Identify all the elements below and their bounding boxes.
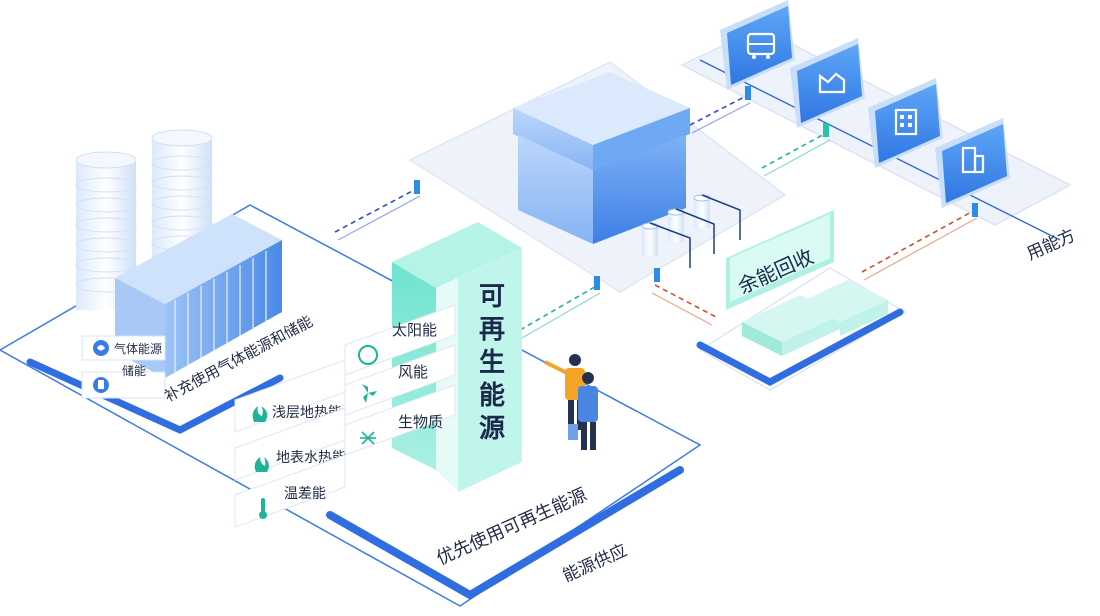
bus-icon bbox=[746, 32, 776, 59]
consumer-tile-factory bbox=[790, 38, 865, 128]
pillar-char: 可 bbox=[479, 282, 505, 312]
consumer-tile-apartment bbox=[868, 78, 943, 168]
pillar-char: 能 bbox=[479, 380, 505, 411]
geothermal-icon bbox=[252, 406, 268, 422]
flow-pipes bbox=[334, 59, 1061, 339]
supplementary-item-label: 气体能源 bbox=[114, 341, 162, 356]
apartment-icon bbox=[894, 108, 918, 136]
demand-region-label: 用能方 bbox=[1024, 226, 1079, 265]
consumer-tile-office bbox=[935, 118, 1010, 208]
renewable-sources-left: 浅层地热能 地表水热能 温差能 bbox=[234, 359, 346, 528]
supplementary-item-label: 储能 bbox=[122, 363, 146, 378]
pillar-char: 再 bbox=[479, 315, 505, 345]
renewable-sources-right: 太阳能 风能 生物质 bbox=[344, 304, 456, 456]
recovery-equipment bbox=[742, 280, 888, 356]
supplementary-card-gas: 气体能源 bbox=[81, 335, 166, 361]
pillar-char: 生 bbox=[479, 348, 505, 378]
supply-region-label: 能源供应 bbox=[560, 541, 630, 587]
consumer-tile-bus bbox=[720, 0, 795, 90]
thermometer-icon bbox=[259, 498, 267, 519]
recovery-sign: 余能回收 bbox=[726, 210, 834, 310]
office-building-icon bbox=[961, 146, 985, 174]
biomass-icon bbox=[360, 431, 376, 445]
people-figures bbox=[544, 354, 598, 450]
central-plant-building bbox=[513, 72, 741, 268]
renewable-source-label: 生物质 bbox=[398, 413, 443, 431]
water-heat-icon bbox=[254, 457, 269, 472]
sun-icon bbox=[358, 345, 378, 365]
energy-storage-container bbox=[115, 214, 282, 378]
renewable-pillar-label: 可 再 生 能 源 bbox=[479, 282, 505, 444]
wind-fan-icon bbox=[362, 384, 377, 403]
renewable-source-label: 太阳能 bbox=[392, 321, 437, 339]
supplementary-card-storage: 储能 bbox=[81, 363, 166, 399]
equipment-cylinders bbox=[641, 194, 741, 268]
renewable-source-label: 风能 bbox=[398, 363, 428, 381]
renewable-source-label: 温差能 bbox=[284, 486, 326, 502]
pillar-char: 源 bbox=[479, 414, 505, 444]
factory-icon bbox=[818, 72, 846, 94]
renewable-pillar: 可 再 生 能 源 bbox=[392, 222, 522, 492]
